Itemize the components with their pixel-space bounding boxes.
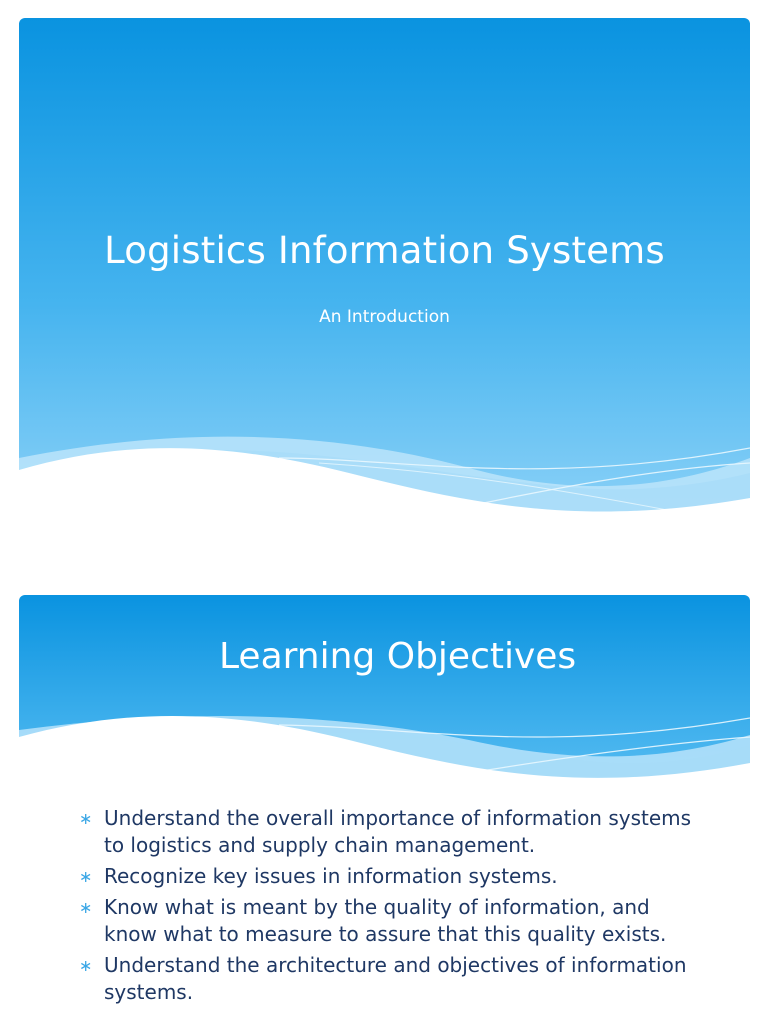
list-item: ∗ Understand the architecture and object… [79,952,699,1006]
list-item: ∗ Recognize key issues in information sy… [79,863,699,890]
bullet-marker: ∗ [79,867,93,886]
slide-background [19,18,750,540]
bullet-text: Understand the architecture and objectiv… [104,953,687,1004]
slide-title: Logistics Information Systems An Introdu… [19,18,750,540]
slide-header-background [19,595,750,1024]
list-item: ∗ Understand the overall importance of i… [79,805,699,859]
slide-learning-objectives: Learning Objectives ∗ Understand the ove… [19,595,750,1024]
slide-heading: Learning Objectives [219,636,577,677]
list-item: ∗ Know what is meant by the quality of i… [79,894,699,948]
bullet-text: Know what is meant by the quality of inf… [104,895,667,946]
slide-subtitle: An Introduction [319,307,450,327]
slide-title-text: Logistics Information Systems [104,229,665,272]
bullet-marker: ∗ [79,809,93,828]
bullet-marker: ∗ [79,956,93,975]
bullet-text: Recognize key issues in information syst… [104,864,558,888]
objectives-list: ∗ Understand the overall importance of i… [79,805,699,1010]
bullet-text: Understand the overall importance of inf… [104,806,692,857]
bullet-marker: ∗ [79,898,93,917]
